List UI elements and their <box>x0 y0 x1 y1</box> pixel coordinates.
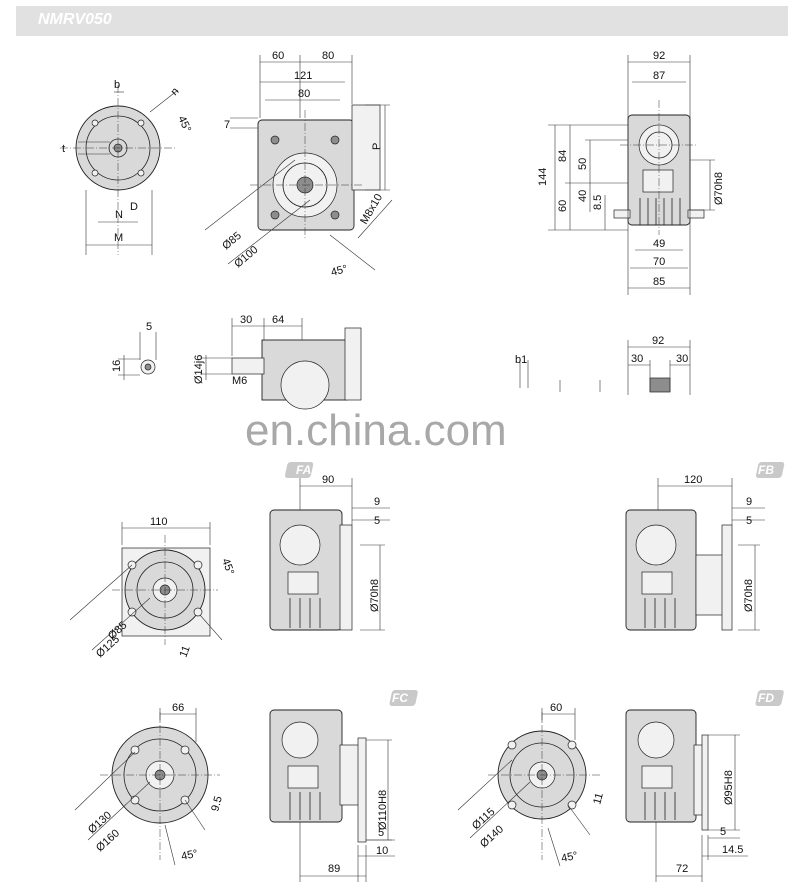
fb-section: FB <box>755 462 785 478</box>
fc-flange-view: 66 9.5 Ø130 Ø160 45° <box>74 702 225 866</box>
dim-M8: M8x10 <box>358 192 385 227</box>
dim-85: 85 <box>653 276 665 288</box>
dim-80b: 80 <box>298 88 310 100</box>
right-view: 92 87 144 84 50 60 40 8.5 Ø70h8 49 70 85 <box>537 50 725 295</box>
front-flange-view: b t n 45° N D M <box>60 79 193 255</box>
dim-92b: 92 <box>652 335 664 347</box>
dim-b1: b1 <box>515 354 527 366</box>
dim-144: 144 <box>537 168 549 186</box>
fb-dim-9: 9 <box>746 496 752 508</box>
header-title: NMRV050 <box>38 11 112 28</box>
shaft-side-view: 30 64 Ø14j6 M6 <box>193 314 362 410</box>
watermark: en.china.com <box>245 406 507 455</box>
fc-dim-66: 66 <box>172 702 184 714</box>
dim-b: b <box>114 79 120 91</box>
dim-80: 80 <box>322 50 334 62</box>
dim-8-5: 8.5 <box>592 195 604 210</box>
fa-badge: FA <box>296 463 311 477</box>
dim-dia100: Ø100 <box>232 244 260 270</box>
fd-dim-11: 11 <box>591 792 606 806</box>
dim-87: 87 <box>653 70 665 82</box>
fa-dim-9: 9 <box>374 496 380 508</box>
fd-dim-5: 5 <box>720 826 726 838</box>
fb-side-view: 120 9 5 Ø70h8 <box>625 474 765 631</box>
dim-49: 49 <box>653 238 665 250</box>
fa-dim-90: 90 <box>322 474 334 486</box>
dim-30: 30 <box>240 314 252 326</box>
fc-dim-89: 89 <box>328 863 340 875</box>
dim-84: 84 <box>557 150 569 162</box>
dim-D: D <box>130 201 138 213</box>
fa-dim-5: 5 <box>374 515 380 527</box>
fd-flange-view: 60 11 Ø115 Ø140 45° <box>457 702 606 867</box>
fd-section: FD <box>755 690 784 706</box>
dim-30a: 30 <box>631 353 643 365</box>
fc-dim-10: 10 <box>376 845 388 857</box>
fa-dim-110: 110 <box>150 516 168 528</box>
dim-64: 64 <box>272 314 284 326</box>
fc-dim-dia110: Ø110H8 <box>377 790 389 830</box>
dim-dia85: Ø85 <box>220 230 244 253</box>
dim-50: 50 <box>577 158 589 170</box>
fc-badge: FC <box>392 691 408 705</box>
fd-dim-dia95: Ø95H8 <box>723 770 735 805</box>
fd-side-view: Ø95H8 5 14.5 72 <box>625 709 748 882</box>
dim-dia70: Ø70h8 <box>713 172 725 205</box>
dim-60: 60 <box>272 50 284 62</box>
fc-section: FC <box>389 690 418 706</box>
dim-92: 92 <box>653 50 665 62</box>
fd-dim-60: 60 <box>550 702 562 714</box>
fb-badge: FB <box>758 463 774 477</box>
dim-7: 7 <box>224 119 230 131</box>
fb-dim-5: 5 <box>746 515 752 527</box>
flange-shaft-view: b1 92 30 30 <box>515 335 691 395</box>
fc-side-view: Ø110H8 5 10 89 <box>269 709 395 882</box>
fa-dim-dia70: Ø70h8 <box>369 579 381 612</box>
dim-45: 45° <box>330 263 349 279</box>
dim-40: 40 <box>577 190 589 202</box>
fc-dim-5: 5 <box>378 827 384 839</box>
dim-angle: 45° <box>175 114 193 134</box>
fa-dim-11: 11 <box>178 644 193 659</box>
dim-M6: M6 <box>232 375 247 387</box>
shaft-end-view: 5 16 <box>111 321 157 380</box>
dim-16: 16 <box>111 360 123 372</box>
fc-dim-9-5: 9.5 <box>209 795 225 813</box>
fa-section: FA <box>284 462 314 478</box>
dim-5: 5 <box>146 321 152 333</box>
fa-flange-view: 110 45° Ø85 Ø125 11 <box>69 516 236 660</box>
fd-badge: FD <box>758 691 774 705</box>
fd-dim-45: 45° <box>560 850 579 865</box>
dim-M: M <box>114 232 123 244</box>
fb-dim-dia70: Ø70h8 <box>743 579 755 612</box>
fc-dim-45: 45° <box>180 848 199 863</box>
dim-70: 70 <box>653 256 665 268</box>
fb-dim-120: 120 <box>684 474 702 486</box>
dim-dia14: Ø14j6 <box>193 355 205 384</box>
dim-N: N <box>115 209 123 221</box>
dim-60: 60 <box>557 200 569 212</box>
dim-t: t <box>62 143 65 155</box>
fd-dim-14-5: 14.5 <box>722 844 743 856</box>
dim-P: P <box>371 143 383 150</box>
header-bar: NMRV050 <box>16 6 788 36</box>
dim-121: 121 <box>294 70 312 82</box>
fd-dim-72: 72 <box>676 863 688 875</box>
fa-side-view: 90 9 5 Ø70h8 <box>269 474 390 631</box>
fa-dim-45: 45° <box>219 557 236 577</box>
side-view: 60 80 121 80 7 P Ø85 Ø100 M8x10 45° <box>204 50 393 279</box>
dim-30b: 30 <box>676 353 688 365</box>
